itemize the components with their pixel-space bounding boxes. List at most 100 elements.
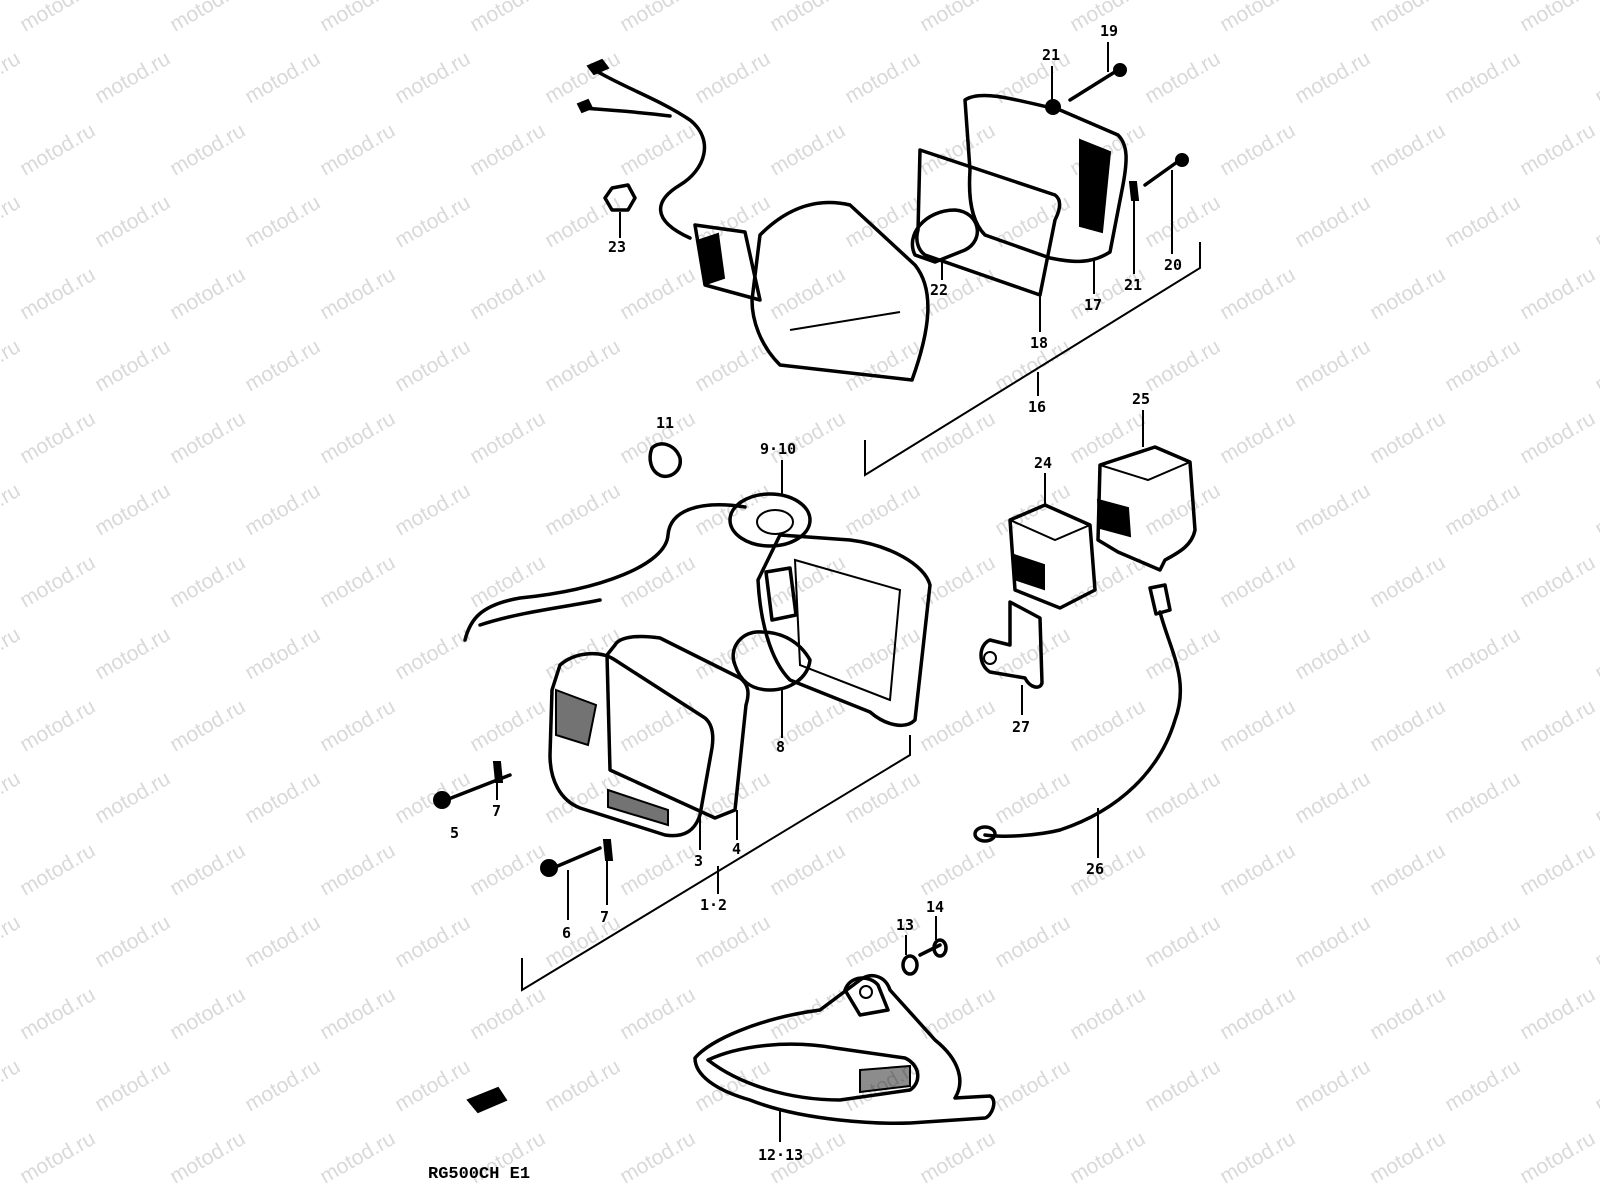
top-signal-wire-end [586, 58, 610, 76]
rear-bolt-14-head [932, 938, 948, 958]
bracket-16 [864, 242, 1201, 477]
top-screw-19-head [1113, 63, 1127, 77]
watermark-text: motod.ru [16, 119, 99, 180]
callout-23: 23 [608, 238, 626, 256]
watermark-text: motod.ru [466, 263, 549, 324]
watermark-text: motod.ru [1366, 263, 1449, 324]
watermark-text: motod.ru [466, 551, 549, 612]
middle-turn-signal-assembly [433, 442, 932, 920]
bracket-1-2 [521, 735, 911, 992]
top-signal-wire [596, 70, 707, 240]
watermark-text: motod.ru [691, 335, 774, 396]
watermark-text: motod.ru [541, 479, 624, 540]
watermark-text: motod.ru [91, 47, 174, 108]
watermark-text: motod.ru [616, 1127, 699, 1188]
watermark-text: motod.ru [91, 623, 174, 684]
watermark-text: motod.ru [1291, 335, 1374, 396]
callout-8: 8 [776, 738, 785, 756]
middle-screw-6 [551, 846, 602, 870]
middle-signal-wire [463, 503, 747, 642]
watermark-text: motod.ru [1066, 1127, 1149, 1188]
callout-3: 3 [694, 852, 703, 870]
watermark-text: motod.ru [1141, 767, 1224, 828]
watermark-text: motod.ru [616, 983, 699, 1044]
callout-21-right: 21 [1124, 276, 1142, 294]
watermark-text: motod.ru [1516, 983, 1599, 1044]
watermark-text: motod.ru [766, 551, 849, 612]
watermark-text: motod.ru [166, 407, 249, 468]
callout-labels: 19 21 23 22 18 17 21 20 16 11 9·10 25 24… [450, 22, 1182, 1164]
watermark-text: motod.ru [241, 1055, 324, 1116]
middle-signal-grommet-inner [756, 509, 794, 535]
watermark-text: motod.ru [0, 47, 24, 108]
watermark-text: motod.ru [1441, 911, 1524, 972]
watermark-text: motod.ru [541, 1055, 624, 1116]
watermark-text: motod.ru [1291, 767, 1374, 828]
watermark-text: motod.ru [316, 119, 399, 180]
watermark-text: motod.ru [766, 263, 849, 324]
watermark-text: motod.ru [316, 1127, 399, 1188]
middle-washer-7a [492, 761, 504, 783]
callout-20: 20 [1164, 256, 1182, 274]
watermark-text: motod.ru [1516, 263, 1599, 324]
top-signal-housing-edge [789, 311, 901, 331]
watermark-text: motod.ru [1291, 1055, 1374, 1116]
watermark-text: motod.ru [0, 191, 24, 252]
watermark-text: motod.ru [991, 911, 1074, 972]
watermark-text: motod.ru [766, 839, 849, 900]
watermark-text: motod.ru [841, 623, 924, 684]
small-reflector [466, 1086, 508, 1114]
middle-signal-bulb [731, 630, 812, 692]
watermark-text: motod.ru [1141, 335, 1224, 396]
rear-washer-13 [901, 954, 919, 976]
watermark-text: motod.ru [1141, 911, 1224, 972]
watermark-text: motod.ru [91, 767, 174, 828]
top-screw-20 [1143, 158, 1182, 187]
watermark-text: motod.ru [0, 1055, 24, 1116]
watermark-text: motod.ru [16, 1127, 99, 1188]
watermark-text: motod.ru [466, 0, 549, 36]
watermark-text: motod.ru [1066, 983, 1149, 1044]
watermark-text: motod.ru [166, 1127, 249, 1188]
watermark-text: motod.ru [616, 263, 699, 324]
watermark-text: motod.ru [766, 407, 849, 468]
watermark-text: motod.ru [0, 767, 24, 828]
watermark-text: motod.ru [691, 1055, 774, 1116]
watermark-text: motod.ru [316, 551, 399, 612]
watermark-text: motod.ru [1591, 767, 1600, 828]
watermark-text: motod.ru [916, 695, 999, 756]
watermark-text: motod.ru [1516, 407, 1599, 468]
watermark-text: motod.ru [91, 335, 174, 396]
callout-5: 5 [450, 824, 459, 842]
watermark-text: motod.ru [1366, 551, 1449, 612]
watermark-text: motod.ru [616, 119, 699, 180]
callout-7-lower: 7 [600, 908, 609, 926]
relay-group [973, 410, 1197, 858]
top-signal-bulb [910, 208, 980, 264]
bracket-27 [979, 600, 1044, 689]
watermark-text: motod.ru [1291, 911, 1374, 972]
relay-25 [1096, 445, 1197, 572]
watermark-text: motod.ru [166, 695, 249, 756]
watermark-text: motod.ru [1366, 1127, 1449, 1188]
watermark-text: motod.ru [1441, 767, 1524, 828]
watermark-text: motod.ru [241, 623, 324, 684]
watermark-text: motod.ru [691, 47, 774, 108]
watermark-text: motod.ru [1591, 335, 1600, 396]
watermark-text: motod.ru [1366, 119, 1449, 180]
callout-6: 6 [562, 924, 571, 942]
watermark-text: motod.ru [616, 551, 699, 612]
watermark-text: motod.ru [16, 983, 99, 1044]
top-signal-lens [963, 93, 1128, 264]
watermark-text: motod.ru [1216, 1127, 1299, 1188]
callout-21-top: 21 [1042, 46, 1060, 64]
rear-lamp-shade [859, 1064, 911, 1094]
rear-lamp-housing [693, 973, 996, 1125]
watermark-text: motod.ru [316, 983, 399, 1044]
callout-16: 16 [1028, 398, 1046, 416]
top-washer-21a [1045, 99, 1061, 115]
middle-signal-lens-texture [555, 688, 598, 747]
rear-lamp-assembly [466, 938, 996, 1142]
watermark-text: motod.ru [1216, 0, 1299, 36]
watermark-text: motod.ru [0, 479, 24, 540]
